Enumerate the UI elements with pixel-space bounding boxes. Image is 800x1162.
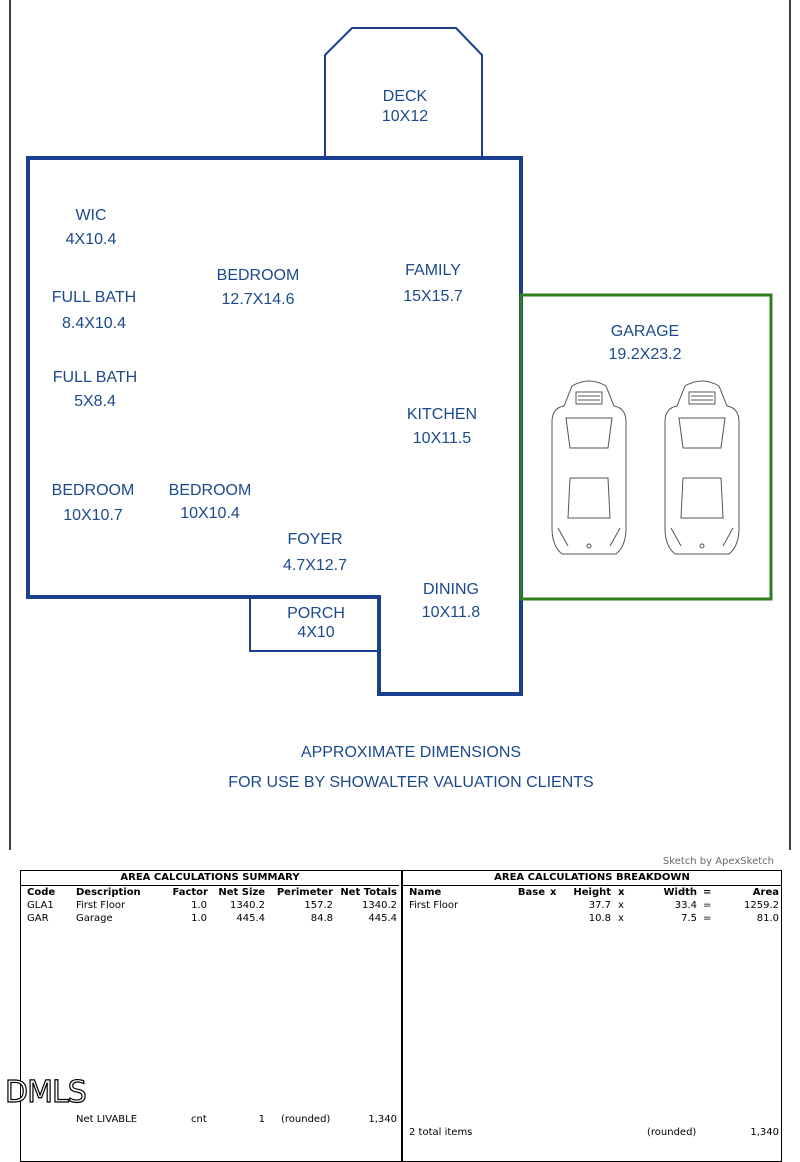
summary-title: AREA CALCULATIONS SUMMARY xyxy=(21,871,399,886)
room-dims-bedroom-1: 12.7X14.6 xyxy=(222,291,295,308)
car-icon-left xyxy=(551,380,627,555)
room-dims-foyer: 4.7X12.7 xyxy=(283,557,347,574)
breakdown-title: AREA CALCULATIONS BREAKDOWN xyxy=(403,871,781,886)
porch-outline xyxy=(249,597,379,652)
summary-perimeter: 157.2 xyxy=(304,900,333,911)
net-livable-count: 1 xyxy=(258,1114,265,1125)
room-dims-bedroom-3: 10X10.4 xyxy=(180,505,240,522)
summary-header-net-totals: Net Totals xyxy=(340,887,397,898)
area-breakdown-panel: AREA CALCULATIONS BREAKDOWN Name Base x … xyxy=(401,871,781,1161)
summary-header-net-size: Net Size xyxy=(218,887,265,898)
net-livable-rounded: (rounded) xyxy=(281,1114,331,1125)
table-row: 10.8 x 7.5 = 81.0 xyxy=(403,912,781,925)
room-name-full-bath-1: FULL BATH xyxy=(52,289,136,306)
room-name-kitchen: KITCHEN xyxy=(407,406,477,423)
summary-header-code: Code xyxy=(27,887,56,898)
breakdown-header-x1: x xyxy=(550,887,557,898)
net-livable-label: Net LIVABLE xyxy=(76,1114,138,1125)
total-items: 2 total items xyxy=(409,1127,473,1138)
breakdown-width: 33.4 xyxy=(674,900,697,911)
breakdown-header-equals: = xyxy=(703,887,712,898)
room-name-foyer: FOYER xyxy=(287,531,342,548)
car-icon-right xyxy=(664,380,740,555)
room-name-garage: GARAGE xyxy=(611,323,679,340)
summary-footer: Net LIVABLE cnt 1 (rounded) 1,340 xyxy=(21,1113,399,1126)
breakdown-footer: 2 total items (rounded) 1,340 xyxy=(403,1126,781,1139)
breakdown-width: 7.5 xyxy=(681,913,697,924)
table-row: First Floor 37.7 x 33.4 = 1259.2 xyxy=(403,899,781,912)
room-dims-wic: 4X10.4 xyxy=(66,231,117,248)
summary-code: GAR xyxy=(27,913,49,924)
summary-net-total: 1340.2 xyxy=(362,900,397,911)
summary-description: First Floor xyxy=(76,900,126,911)
room-name-bedroom-2: BEDROOM xyxy=(52,482,135,499)
summary-header-perimeter: Perimeter xyxy=(276,887,333,898)
summary-header-factor: Factor xyxy=(172,887,208,898)
breakdown-header-name: Name xyxy=(409,887,442,898)
room-dims-family: 15X15.7 xyxy=(403,288,463,305)
net-livable-unit: cnt xyxy=(191,1114,207,1125)
breakdown-area: 81.0 xyxy=(756,913,779,924)
summary-net-size: 1340.2 xyxy=(230,900,265,911)
summary-header-row: Code Description Factor Net Size Perimet… xyxy=(21,886,399,899)
area-calculations-table: AREA CALCULATIONS SUMMARY Code Descripti… xyxy=(20,870,782,1162)
summary-net-size: 445.4 xyxy=(236,913,265,924)
breakdown-header-height: Height xyxy=(573,887,611,898)
room-dims-full-bath-1: 8.4X10.4 xyxy=(62,315,126,332)
summary-factor: 1.0 xyxy=(191,900,207,911)
summary-perimeter: 84.8 xyxy=(310,913,333,924)
breakdown-rounded: (rounded) xyxy=(647,1127,697,1138)
summary-header-description: Description xyxy=(76,887,141,898)
summary-description: Garage xyxy=(76,913,113,924)
sketch-credit: Sketch by ApexSketch xyxy=(662,856,774,867)
breakdown-header-width: Width xyxy=(663,887,697,898)
room-dims-garage: 19.2X23.2 xyxy=(609,346,682,363)
room-dims-full-bath-2: 5X8.4 xyxy=(74,393,116,410)
table-row: GAR Garage 1.0 445.4 84.8 445.4 xyxy=(21,912,399,925)
summary-net-total: 445.4 xyxy=(368,913,397,924)
net-livable-total: 1,340 xyxy=(368,1114,397,1125)
room-name-bedroom-1: BEDROOM xyxy=(217,267,300,284)
breakdown-x: x xyxy=(618,913,624,924)
room-name-deck: DECK xyxy=(383,88,428,105)
breakdown-height: 10.8 xyxy=(588,913,611,924)
breakdown-header-base: Base xyxy=(517,887,545,898)
room-name-porch: PORCH xyxy=(287,605,345,622)
breakdown-equals: = xyxy=(703,900,712,911)
breakdown-height: 37.7 xyxy=(588,900,611,911)
room-name-dining: DINING xyxy=(423,581,479,598)
floor-plan-sketch: DECK 10X12 WIC 4X10.4 BEDROOM 12.7X14.6 … xyxy=(9,0,791,850)
room-dims-deck: 10X12 xyxy=(382,108,428,125)
room-name-full-bath-2: FULL BATH xyxy=(53,369,137,386)
dmls-watermark-logo: DMLS xyxy=(4,1074,87,1110)
breakdown-total: 1,340 xyxy=(750,1127,779,1138)
room-name-family: FAMILY xyxy=(405,262,461,279)
breakdown-header-x2: x xyxy=(618,887,625,898)
summary-factor: 1.0 xyxy=(191,913,207,924)
area-summary-panel: AREA CALCULATIONS SUMMARY Code Descripti… xyxy=(21,871,399,1161)
room-name-wic: WIC xyxy=(75,207,106,224)
breakdown-name: First Floor xyxy=(409,900,459,911)
summary-code: GLA1 xyxy=(27,900,54,911)
garage-outline xyxy=(519,293,773,601)
breakdown-header-area: Area xyxy=(752,887,779,898)
room-dims-porch: 4X10 xyxy=(297,624,334,641)
breakdown-x: x xyxy=(618,900,624,911)
breakdown-area: 1259.2 xyxy=(744,900,779,911)
table-row: GLA1 First Floor 1.0 1340.2 157.2 1340.2 xyxy=(21,899,399,912)
room-name-bedroom-3: BEDROOM xyxy=(169,482,252,499)
room-dims-dining: 10X11.8 xyxy=(422,604,481,621)
note-approximate-dimensions: APPROXIMATE DIMENSIONS xyxy=(300,744,522,761)
room-dims-kitchen: 10X11.5 xyxy=(413,430,472,447)
house-outline xyxy=(26,156,523,696)
room-dims-bedroom-2: 10X10.7 xyxy=(63,507,123,524)
note-clients: FOR USE BY SHOWALTER VALUATION CLIENTS xyxy=(228,774,594,791)
breakdown-header-row: Name Base x Height x Width = Area xyxy=(403,886,781,899)
breakdown-equals: = xyxy=(703,913,712,924)
